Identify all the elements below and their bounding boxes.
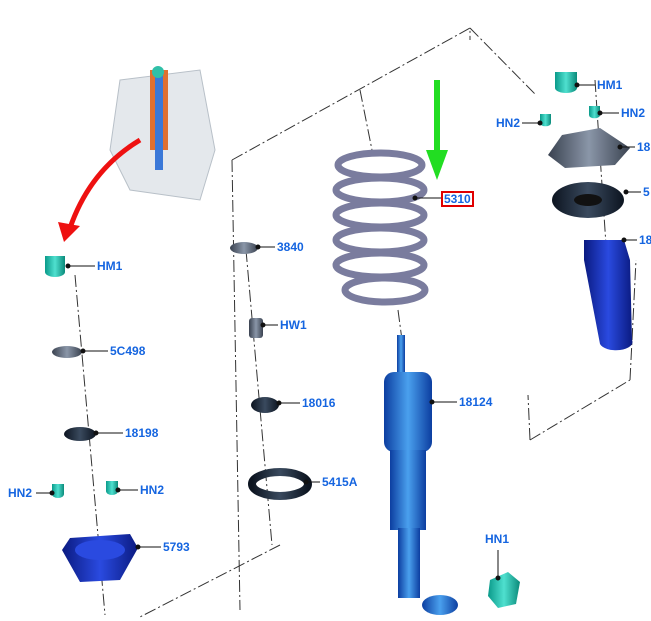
label-hw1[interactable]: HW1: [280, 318, 307, 332]
part-hm1: [45, 256, 65, 277]
label-18016[interactable]: 18016: [302, 396, 336, 410]
label-5415a[interactable]: 5415A: [322, 475, 358, 489]
label-5793[interactable]: 5793: [163, 540, 190, 554]
label-hn1[interactable]: HN1: [485, 532, 510, 546]
part-5415a: [248, 468, 312, 500]
part-hn2-right-b: [589, 106, 600, 119]
label-hn2-right[interactable]: HN2: [621, 106, 646, 120]
label-3840[interactable]: 3840: [277, 240, 304, 254]
label-hn2[interactable]: HN2: [140, 483, 165, 497]
label-5-insulator[interactable]: 5: [643, 185, 650, 199]
part-5c498: [52, 346, 82, 358]
label-18124[interactable]: 18124: [459, 395, 493, 409]
part-hw1: [249, 318, 263, 338]
label-18-boot[interactable]: 18: [639, 233, 651, 247]
label-18-mount[interactable]: 18: [637, 140, 651, 154]
label-hn2[interactable]: HN2: [8, 486, 33, 500]
part-18198: [64, 427, 96, 441]
green-arrow: [434, 80, 440, 150]
part-hn2-a: [52, 484, 64, 498]
part-hn2-right-a: [540, 114, 551, 127]
part-hn2-b: [106, 481, 118, 495]
red-arrow-head: [58, 222, 80, 242]
part-hm1-right: [555, 72, 577, 93]
part-18-boot: [584, 240, 633, 351]
label-hm1-right[interactable]: HM1: [597, 78, 623, 92]
label-5310-highlighted[interactable]: 5310: [441, 191, 474, 207]
part-3840: [230, 242, 258, 254]
part-18016: [251, 397, 279, 413]
label-hm1[interactable]: HM1: [97, 259, 123, 273]
part-hn1: [488, 572, 520, 608]
label-18198[interactable]: 18198: [125, 426, 159, 440]
suspension-thumbnail: [109, 66, 216, 201]
part-18124-shock: [384, 335, 458, 615]
part-5310-spring: [332, 149, 429, 306]
leader-lines: [36, 82, 641, 581]
red-arrow: [67, 137, 142, 229]
part-18-mount: [548, 128, 630, 168]
green-arrow-head: [426, 150, 448, 180]
label-hn2-right[interactable]: HN2: [496, 116, 521, 130]
label-5c498[interactable]: 5C498: [110, 344, 146, 358]
